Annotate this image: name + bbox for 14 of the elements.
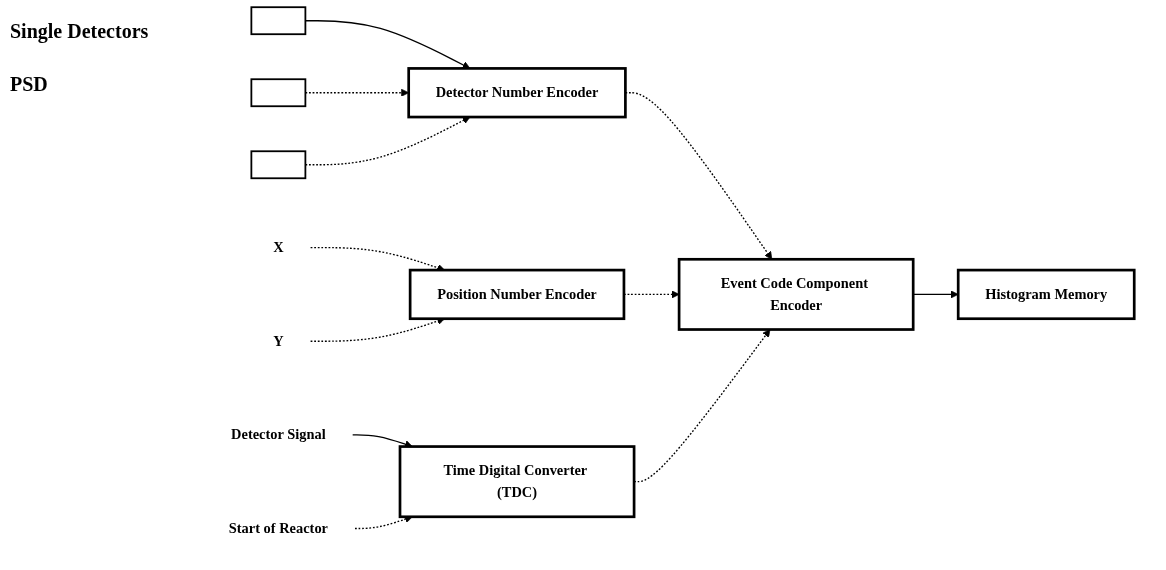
node-box: Event Code Component Encoder xyxy=(677,257,915,331)
node-text: Detector Signal xyxy=(231,426,326,443)
node-box xyxy=(250,6,307,36)
node-box: Time Digital Converter (TDC) xyxy=(398,445,636,519)
node-text: Y xyxy=(273,333,284,349)
node-text: X xyxy=(273,239,284,255)
node-box xyxy=(250,150,307,180)
node-box xyxy=(250,78,307,108)
node-text: Start of Reactor xyxy=(228,520,328,536)
note-text: Single Detectors xyxy=(10,20,150,43)
node-box: Detector Number Encoder xyxy=(407,67,627,119)
node-box: Position Number Encoder xyxy=(408,268,626,321)
note-text: PSD xyxy=(10,73,49,96)
node-box: Histogram Memory xyxy=(956,268,1136,321)
